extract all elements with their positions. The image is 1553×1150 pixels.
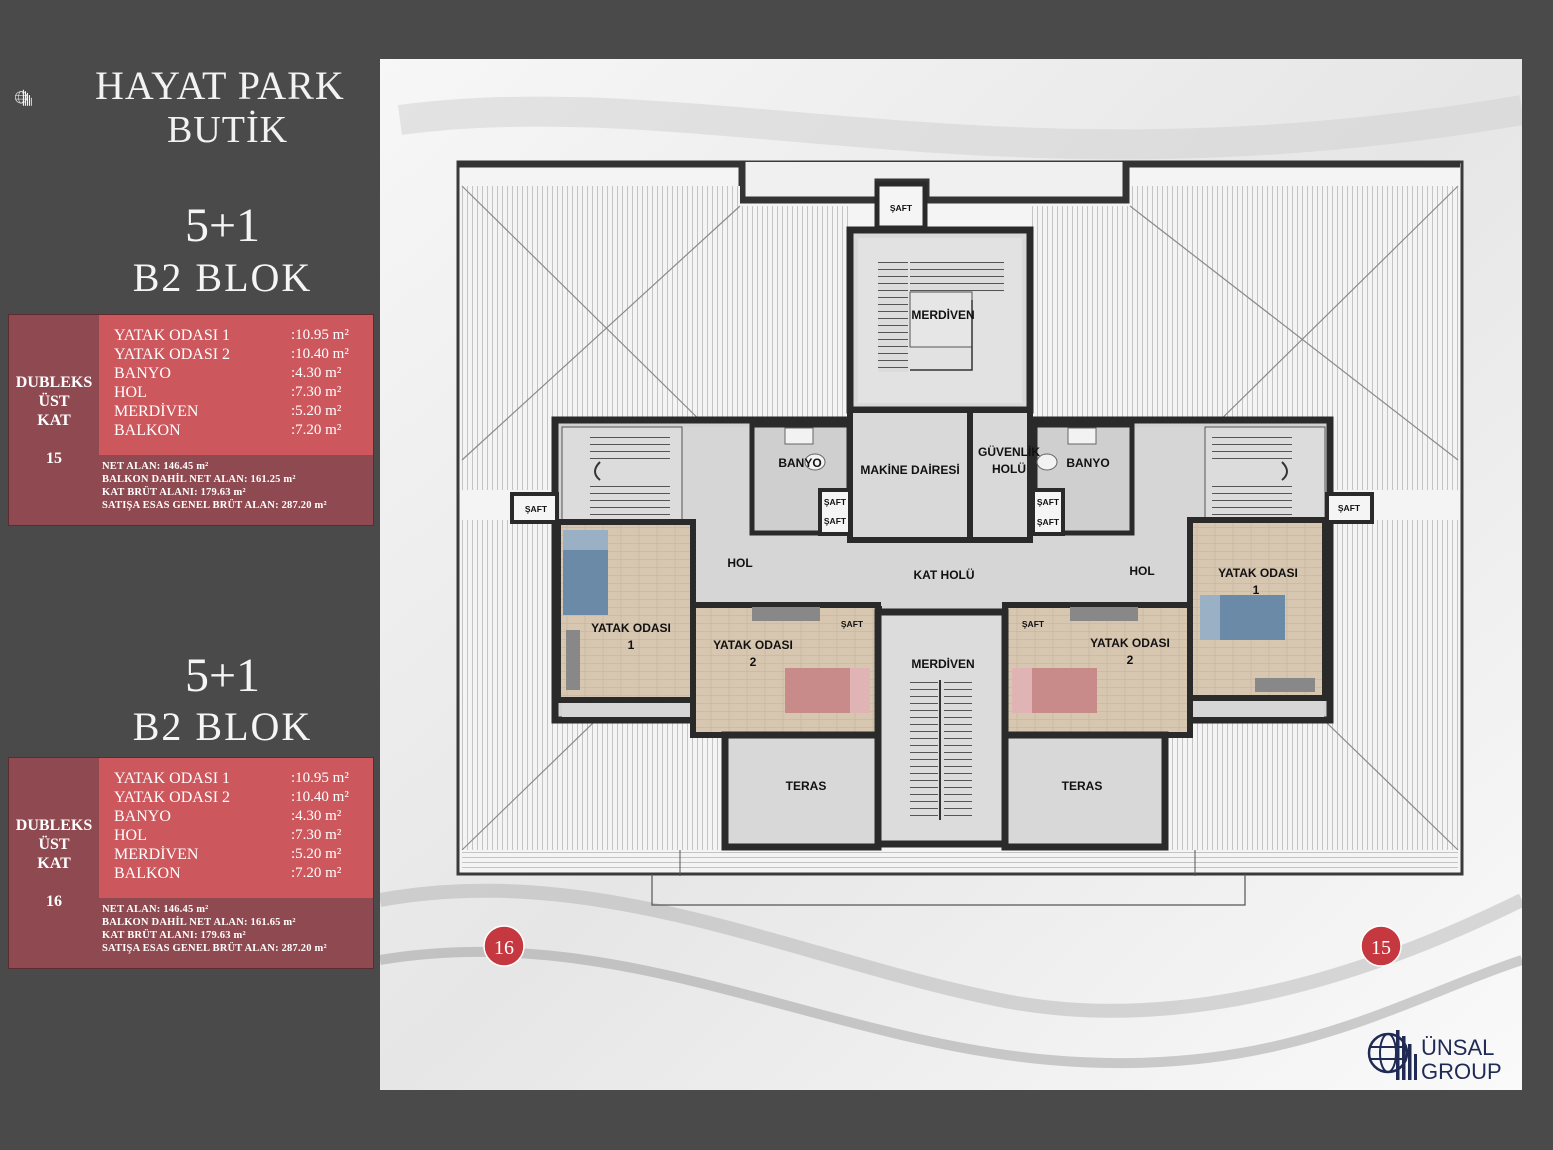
label-merdiven-top: MERDİVEN: [911, 307, 974, 322]
total-balcony-net: BALKON DAHİL NET ALAN: 161.25 m²: [102, 474, 296, 485]
room-name: BANYO: [114, 365, 171, 382]
room-name: YATAK ODASI 1: [114, 327, 231, 344]
label-yatak-odasi-2-right-num: 2: [1127, 653, 1134, 667]
label-kat-holu: KAT HOLÜ: [913, 567, 974, 582]
brand-subtitle: BUTİK: [166, 109, 289, 151]
room-area: :10.95 m²: [291, 327, 349, 343]
label-saft-top: ŞAFT: [890, 203, 913, 213]
badge-15-text: 15: [1371, 937, 1391, 959]
room-area: :7.30 m²: [291, 827, 342, 843]
total-net: NET ALAN: 146.45 m²: [102, 461, 209, 472]
floor-number: 16: [46, 893, 62, 910]
unit-type: 5+1: [184, 649, 261, 702]
unit-block: B2 BLOK: [132, 255, 313, 300]
label-merdiven-bottom: MERDİVEN: [911, 656, 974, 671]
room-name: MERDİVEN: [114, 403, 199, 420]
room-name: YATAK ODASI 2: [114, 346, 231, 363]
label-yatak-odasi-1-right-num: 1: [1253, 583, 1260, 597]
room-area: :4.30 m²: [291, 365, 342, 381]
label-saft-lower-left: ŞAFT: [841, 619, 864, 629]
unit-type: 5+1: [184, 199, 261, 252]
label-saft-core-2: ŞAFT: [824, 516, 847, 526]
label-saft-core-1: ŞAFT: [824, 497, 847, 507]
floor-label: DUBLEKS ÜST KAT: [15, 817, 93, 872]
floor-cell: DUBLEKS ÜST KAT 16: [9, 758, 99, 968]
floor-number: 15: [46, 450, 62, 467]
label-hol-left: HOL: [727, 556, 752, 570]
label-guvenlik: GÜVENLİK: [978, 444, 1040, 459]
total-net: NET ALAN: 146.45 m²: [102, 904, 209, 915]
label-yatak-odasi-1-left-num: 1: [628, 638, 635, 652]
room-area-list: YATAK ODASI 1 :10.95 m² YATAK ODASI 2 :10.…: [99, 315, 373, 455]
room-area: :4.30 m²: [291, 808, 342, 824]
label-yatak-odasi-2-right: YATAK ODASI: [1090, 636, 1170, 650]
total-balcony-net: BALKON DAHİL NET ALAN: 161.65 m²: [102, 917, 296, 928]
total-sale-gross: SATIŞA ESAS GENEL BRÜT ALAN: 287.20 m²: [102, 943, 327, 954]
room-name: YATAK ODASI 2: [114, 789, 231, 806]
unsal-group-logo: ÜNSAL GROUP: [1367, 1030, 1502, 1084]
unit-badge-15: 15: [1360, 925, 1402, 967]
unit-block: B2 BLOK: [132, 704, 313, 749]
room-name: MERDİVEN: [114, 846, 199, 863]
label-yatak-odasi-2-left-num: 2: [750, 655, 757, 669]
company-name-line1: ÜNSAL: [1421, 1035, 1494, 1060]
room-area: :7.30 m²: [291, 384, 342, 400]
area-panel: DUBLEKS ÜST KAT 16 YATAK ODASI 1 :10.95 m…: [8, 757, 374, 969]
room-area: :5.20 m²: [291, 403, 342, 419]
company-name-line2: GROUP: [1421, 1059, 1502, 1084]
unit-badge-16: 16: [483, 925, 525, 967]
label-saft-left: ŞAFT: [525, 504, 548, 514]
hayat-park-logo: [15, 89, 32, 106]
area-panel: DUBLEKS ÜST KAT 15 YATAK ODASI 1 :10.95 m…: [8, 314, 374, 526]
room-name: YATAK ODASI 1: [114, 770, 231, 787]
label-yatak-odasi-1-right: YATAK ODASI: [1218, 566, 1298, 580]
room-name: BALKON: [114, 865, 181, 882]
room-area: :7.20 m²: [291, 422, 342, 438]
room-name: HOL: [114, 384, 147, 401]
label-teras-right: TERAS: [1062, 779, 1103, 793]
total-gross: KAT BRÜT ALANI: 179.63 m²: [102, 487, 246, 498]
floor-label: DUBLEKS ÜST KAT: [15, 374, 93, 429]
label-teras-left: TERAS: [786, 779, 827, 793]
label-saft-core-4: ŞAFT: [1037, 517, 1060, 527]
floor-plan-panel: MERDİVEN MAKİNE DAİRESİ GÜVENLİK HOLÜ BA…: [378, 59, 1526, 1090]
label-hol-right: HOL: [1129, 564, 1154, 578]
label-holu: HOLÜ: [992, 461, 1026, 476]
brand-title: HAYAT PARK: [95, 63, 345, 108]
room-area: :5.20 m²: [291, 846, 342, 862]
room-area-list: YATAK ODASI 1 :10.95 m² YATAK ODASI 2 :10.…: [99, 758, 373, 898]
label-banyo-left: BANYO: [778, 456, 821, 470]
room-area: :10.40 m²: [291, 789, 349, 805]
total-sale-gross: SATIŞA ESAS GENEL BRÜT ALAN: 287.20 m²: [102, 500, 327, 511]
room-name: BALKON: [114, 422, 181, 439]
label-makine-dairesi: MAKİNE DAİRESİ: [860, 462, 959, 477]
label-banyo-right: BANYO: [1066, 456, 1109, 470]
label-saft-core-3: ŞAFT: [1037, 497, 1060, 507]
label-saft-right: ŞAFT: [1338, 503, 1361, 513]
room-area: :10.40 m²: [291, 346, 349, 362]
floor-plan: MERDİVEN MAKİNE DAİRESİ GÜVENLİK HOLÜ BA…: [378, 59, 1526, 1090]
floor-cell: DUBLEKS ÜST KAT 15: [9, 315, 99, 525]
room-name: BANYO: [114, 808, 171, 825]
label-saft-lower-right: ŞAFT: [1022, 619, 1045, 629]
room-area: :10.95 m²: [291, 770, 349, 786]
room-area: :7.20 m²: [291, 865, 342, 881]
total-gross: KAT BRÜT ALANI: 179.63 m²: [102, 930, 246, 941]
room-name: HOL: [114, 827, 147, 844]
badge-16-text: 16: [494, 937, 514, 959]
label-yatak-odasi-2-left: YATAK ODASI: [713, 638, 793, 652]
label-yatak-odasi-1-left: YATAK ODASI: [591, 621, 671, 635]
